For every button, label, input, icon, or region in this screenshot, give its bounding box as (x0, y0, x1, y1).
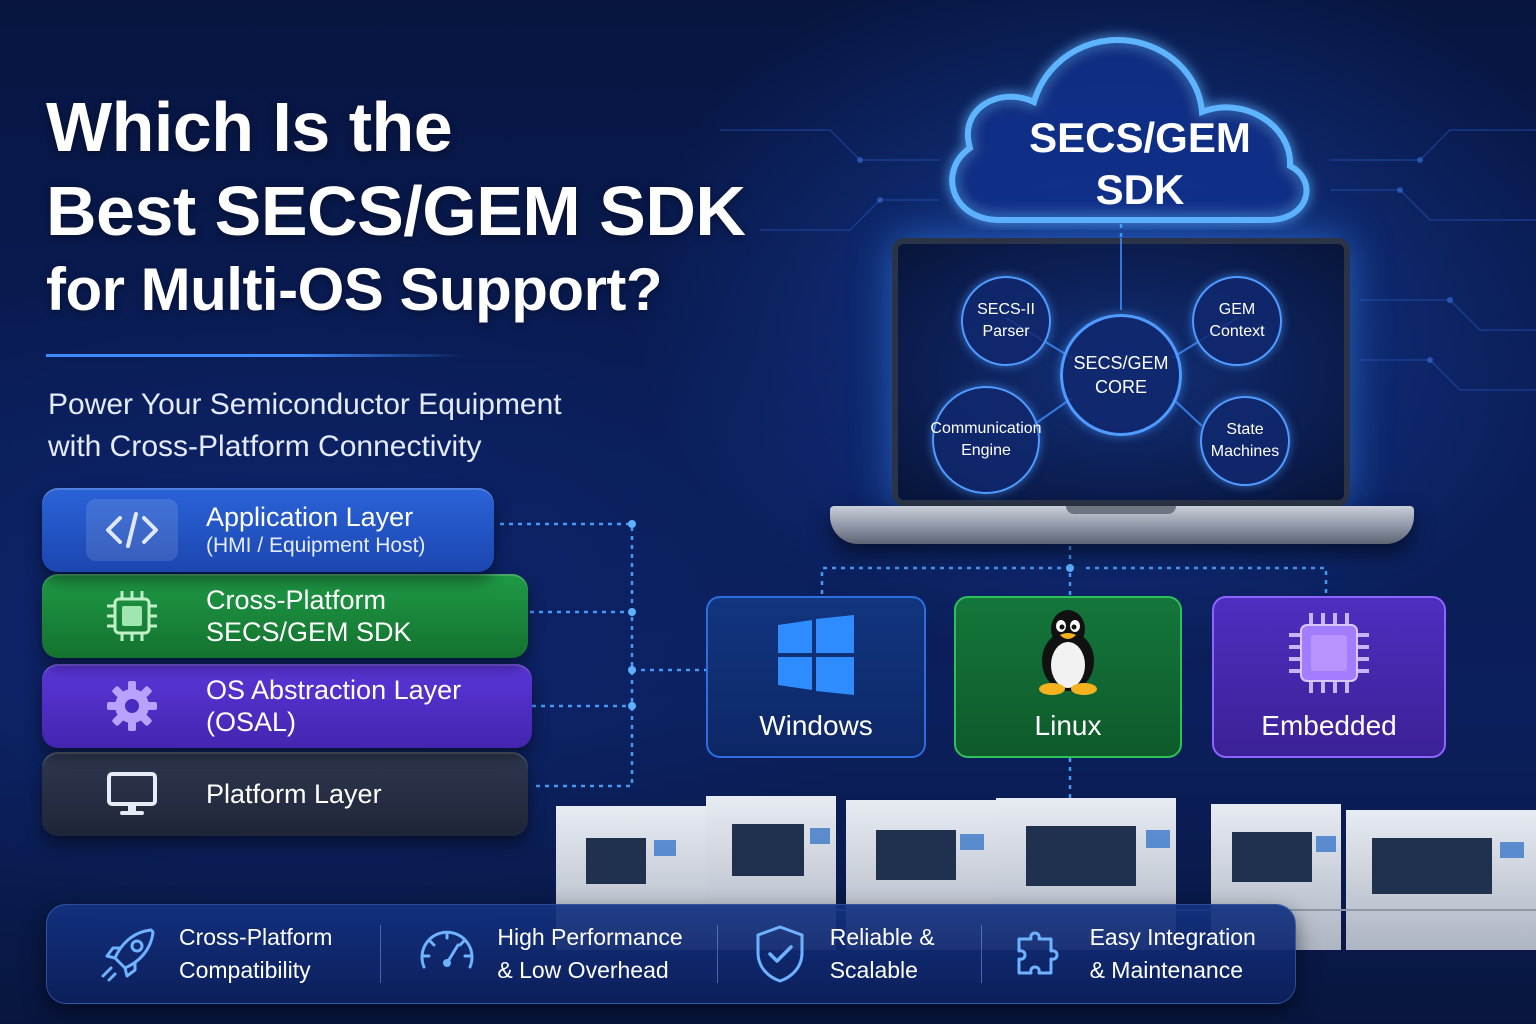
puzzle-icon (1008, 922, 1072, 986)
cloud-label-line-2: SDK (1095, 166, 1185, 213)
feature-3-line-1: Reliable & (829, 924, 935, 950)
feature-cross-platform: Cross-Platform Compatibility (97, 905, 332, 1003)
application-layer-title: Application Layer (206, 502, 414, 532)
gem-context-node: GEM Context (1192, 276, 1282, 366)
feature-divider (716, 925, 718, 983)
embedded-card: Embedded (1212, 596, 1446, 758)
gear-icon (86, 675, 178, 737)
cloud-label-line-1: SECS/GEM (1029, 114, 1251, 161)
sdk-layer-title: Cross-Platform (206, 585, 387, 615)
application-layer-subtitle: (HMI / Equipment Host) (206, 534, 426, 557)
secs-ii-parser-node: SECS-II Parser (961, 276, 1051, 366)
feature-4-line-1: Easy Integration (1089, 924, 1256, 950)
secs-gem-core-node: SECS/GEM CORE (1060, 314, 1182, 436)
windows-label: Windows (759, 710, 873, 741)
feature-divider (380, 925, 382, 983)
speedometer-icon (415, 922, 479, 986)
sdk-layer-subtitle: SECS/GEM SDK (206, 617, 412, 647)
linux-card: Linux (954, 596, 1182, 758)
feature-reliable: Reliable & Scalable (748, 905, 935, 1003)
laptop-notch (1066, 506, 1176, 514)
monitor-icon (86, 763, 178, 825)
title-line-1: Which Is the (46, 88, 453, 166)
application-layer: Application Layer (HMI / Equipment Host) (42, 488, 494, 572)
feature-1-line-2: Compatibility (179, 957, 311, 983)
feature-4-line-2: & Maintenance (1089, 957, 1243, 983)
communication-engine-node: Communication Engine (930, 386, 1042, 494)
page-title: Which Is the Best SECS/GEM SDK for Multi… (46, 92, 846, 320)
subtitle: Power Your Semiconductor Equipment with … (48, 384, 668, 468)
sdk-layer: Cross-Platform SECS/GEM SDK (42, 574, 528, 658)
platform-layer: Platform Layer (42, 752, 528, 836)
feature-2-line-1: High Performance (497, 924, 683, 950)
embedded-label: Embedded (1261, 710, 1397, 741)
linux-label: Linux (1034, 710, 1102, 741)
platform-layer-title: Platform Layer (206, 779, 382, 809)
title-divider (46, 354, 466, 357)
chip-icon (86, 585, 178, 647)
state-machines-node: State Machines (1200, 396, 1290, 486)
subtitle-line-1: Power Your Semiconductor Equipment (48, 388, 562, 421)
osal-layer: OS Abstraction Layer (OSAL) (42, 664, 532, 748)
cloud-icon (949, 37, 1310, 223)
title-line-2: Best SECS/GEM SDK (46, 172, 746, 250)
cloud-label: SECS/GEM SDK (990, 112, 1290, 216)
code-icon (86, 499, 178, 561)
windows-icon (776, 615, 856, 700)
feature-1-line-1: Cross-Platform (179, 924, 333, 950)
shield-check-icon (748, 922, 812, 986)
osal-layer-title: OS Abstraction Layer (206, 675, 462, 705)
tux-icon (1032, 609, 1104, 700)
feature-3-line-2: Scalable (829, 957, 918, 983)
feature-2-line-2: & Low Overhead (497, 957, 669, 983)
features-bar: Cross-Platform Compatibility High Perfor… (46, 904, 1296, 1004)
feature-high-performance: High Performance & Low Overhead (415, 905, 683, 1003)
title-line-3: for Multi-OS Support? (46, 256, 663, 323)
feature-easy-integration: Easy Integration & Maintenance (1008, 905, 1256, 1003)
osal-layer-subtitle: (OSAL) (206, 707, 297, 737)
feature-divider (980, 925, 982, 983)
subtitle-line-2: with Cross-Platform Connectivity (48, 430, 482, 463)
chip-icon (1287, 611, 1371, 700)
windows-card: Windows (706, 596, 926, 758)
rocket-icon (97, 922, 161, 986)
